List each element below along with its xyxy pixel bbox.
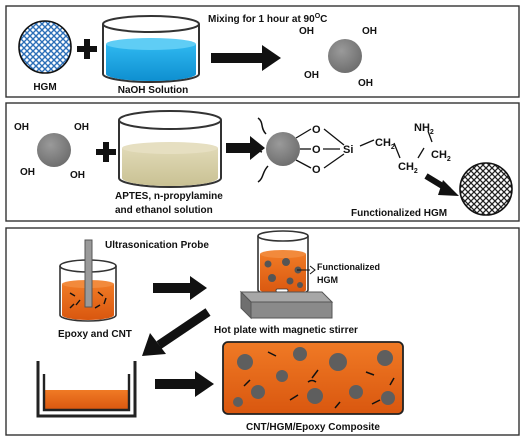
reaction-arrow-icon (226, 136, 265, 160)
process-arrow-icon (155, 371, 214, 397)
ultrasonication-probe-label: Ultrasonication Probe (105, 240, 209, 251)
ch2-group: CH2 (375, 137, 395, 151)
nh2-group: NH2 (414, 122, 434, 136)
silane-bonds-icon (295, 128, 433, 169)
mixing-condition-label: Mixing for 1 hour at 90OC (208, 13, 327, 25)
hgm-beaker-icon (257, 230, 309, 296)
hot-plate-icon (239, 290, 334, 320)
hgm-label: HGM (33, 82, 56, 93)
oh-group: OH (20, 167, 35, 178)
panel-silanization (5, 102, 520, 222)
aptes-container-icon (118, 110, 222, 188)
oh-group: OH (14, 122, 29, 133)
oh-group: OH (299, 26, 314, 37)
plus-icon (77, 39, 97, 59)
naoh-label: NaOH Solution (118, 85, 189, 96)
hydroxylated-hgm-sphere-icon (328, 39, 362, 73)
silicon-atom: Si (343, 144, 353, 156)
functionalized-hgm-sphere-icon (459, 162, 513, 216)
naoh-container-icon (102, 15, 200, 83)
mold-tray-icon (36, 361, 137, 418)
oxygen-atom: O (312, 124, 321, 136)
composite-block-icon (222, 341, 404, 415)
process-arrow-icon (153, 276, 207, 300)
composite-label: CNT/HGM/Epoxy Composite (246, 422, 380, 433)
pointer-head-icon (309, 265, 316, 275)
functionalized-hgm-pointer-label: HGM (317, 275, 338, 285)
oxygen-atom: O (312, 144, 321, 156)
hot-plate-label: Hot plate with magnetic stirrer (214, 325, 358, 336)
oh-group: OH (362, 26, 377, 37)
aptes-label: and ethanol solution (115, 205, 213, 216)
aptes-label: APTES, n-propylamine (115, 191, 223, 202)
functionalized-hgm-label: Functionalized HGM (351, 208, 447, 219)
oh-group: OH (358, 78, 373, 89)
ch2-group: CH2 (431, 149, 451, 163)
plus-icon (96, 142, 116, 162)
epoxy-cnt-label: Epoxy and CNT (58, 329, 132, 340)
reaction-arrow-head-icon (438, 180, 459, 196)
process-arrow-head-icon (142, 333, 166, 356)
oh-group: OH (70, 170, 85, 181)
functionalized-hgm-pointer-label: Functionalized (317, 262, 380, 272)
ch2-group: CH2 (398, 161, 418, 175)
functionalized-hgm-core-icon (266, 132, 300, 166)
ultrasonication-probe-icon (84, 239, 93, 308)
hydroxylated-hgm-sphere-icon (37, 133, 71, 167)
process-arrow-icon (156, 308, 211, 349)
oh-group: OH (74, 122, 89, 133)
oh-group: OH (304, 70, 319, 81)
silane-chain-icon (247, 117, 269, 183)
hgm-sphere-icon (18, 20, 72, 74)
oxygen-atom: O (312, 164, 321, 176)
reaction-arrow-icon (211, 45, 281, 71)
